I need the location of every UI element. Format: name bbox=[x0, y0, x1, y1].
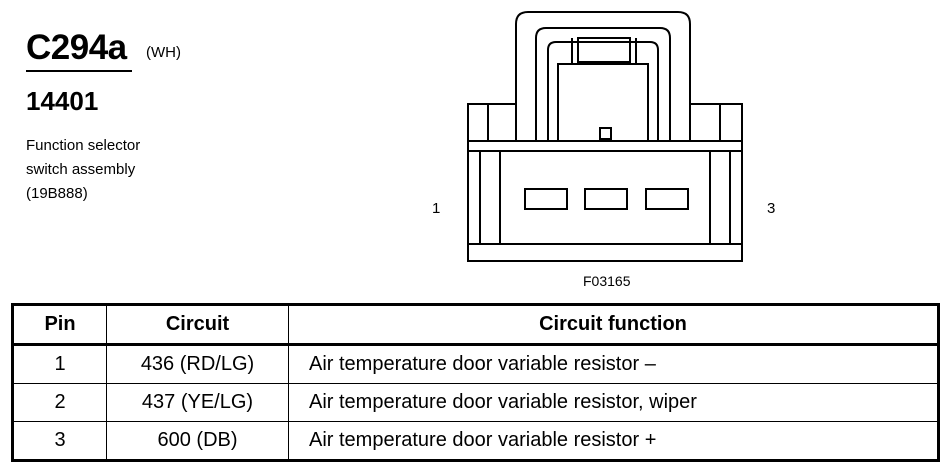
latch-outer bbox=[515, 11, 691, 141]
pin-table: Pin Circuit Circuit function 1 436 (RD/L… bbox=[11, 303, 940, 462]
circuit-cell: 436 (RD/LG) bbox=[106, 344, 289, 384]
pin-cell: 1 bbox=[12, 344, 107, 384]
description-line-1: Function selector bbox=[26, 137, 141, 154]
pin-cell: 3 bbox=[12, 421, 107, 461]
terminal-cavity-1 bbox=[524, 188, 568, 210]
latch-inner bbox=[535, 27, 671, 141]
description-line-3: (19B888) bbox=[26, 185, 88, 202]
connector-face-drawing bbox=[467, 11, 743, 262]
terminal-cavity-2 bbox=[584, 188, 628, 210]
terminal-cavity-3 bbox=[645, 188, 689, 210]
description-line-2: switch assembly bbox=[26, 161, 136, 178]
header-circuit: Circuit bbox=[106, 304, 289, 346]
component-description: Function selector switch assembly (19B88… bbox=[26, 134, 140, 206]
header-circuit-function: Circuit function bbox=[288, 304, 939, 346]
latch-tab bbox=[577, 37, 631, 63]
title-underline bbox=[26, 70, 132, 72]
latch-rail bbox=[547, 41, 659, 141]
housing-shoulder-right bbox=[690, 103, 743, 141]
connector-title: C294a bbox=[26, 28, 127, 67]
polarizing-key bbox=[599, 127, 612, 140]
circuit-cell: 437 (YE/LG) bbox=[106, 383, 289, 422]
circuit-cell: 600 (DB) bbox=[106, 421, 289, 461]
figure-id: F03165 bbox=[583, 273, 631, 289]
function-cell: Air temperature door variable resistor + bbox=[288, 421, 939, 461]
table-row: 2 437 (YE/LG) Air temperature door varia… bbox=[12, 383, 939, 422]
table-row: 3 600 (DB) Air temperature door variable… bbox=[12, 421, 939, 461]
latch-rail-inner bbox=[557, 63, 649, 141]
table-header-row: Pin Circuit Circuit function bbox=[12, 304, 939, 346]
pin-1-label: 1 bbox=[432, 200, 441, 217]
pin-cell: 2 bbox=[12, 383, 107, 422]
connector-color-code: (WH) bbox=[146, 44, 181, 61]
function-cell: Air temperature door variable resistor, … bbox=[288, 383, 939, 422]
side-rib-right bbox=[709, 150, 743, 245]
pin-3-label: 3 bbox=[767, 200, 776, 217]
function-cell: Air temperature door variable resistor – bbox=[288, 344, 939, 384]
table-row: 1 436 (RD/LG) Air temperature door varia… bbox=[12, 344, 939, 384]
header-pin: Pin bbox=[12, 304, 107, 346]
housing-shoulder-left bbox=[467, 103, 516, 141]
side-rib-left bbox=[467, 150, 501, 245]
part-number: 14401 bbox=[26, 86, 99, 116]
